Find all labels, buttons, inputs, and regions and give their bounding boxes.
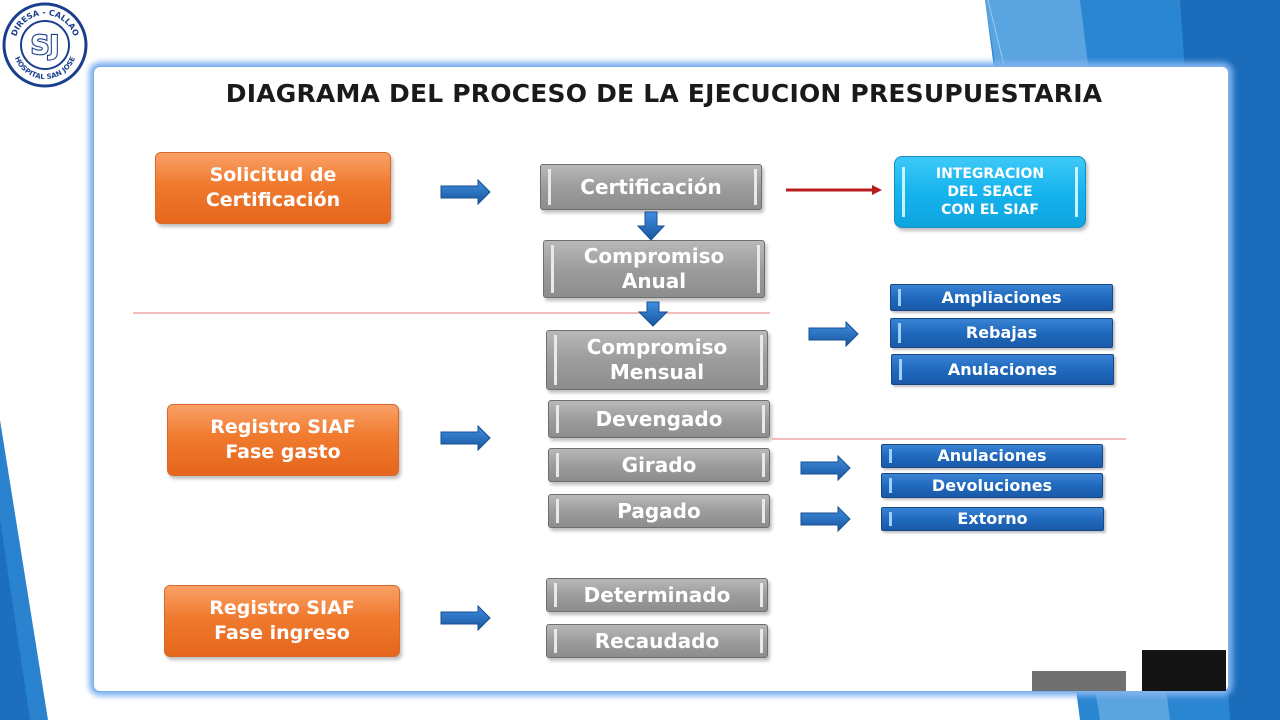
ampliaciones-box: Ampliaciones (890, 284, 1113, 311)
compromiso-anual-stage: Compromiso Anual (543, 240, 765, 298)
anulaciones-reversion-box: Anulaciones (881, 444, 1103, 468)
extorno-box: Extorno (881, 507, 1104, 531)
devoluciones-box: Devoluciones (881, 473, 1103, 498)
hospital-seal-logo: DIRESA - CALLAO HOSPITAL SAN JOSE SJ (2, 2, 88, 88)
registro-siaf-gasto-box: Registro SIAF Fase gasto (167, 404, 399, 476)
registro-siaf-ingreso-box: Registro SIAF Fase ingreso (164, 585, 400, 657)
recaudado-stage: Recaudado (546, 624, 768, 658)
corner-dark-block (1142, 650, 1226, 691)
logo-monogram: SJ (31, 31, 59, 61)
determinado-stage: Determinado (546, 578, 768, 612)
compromiso-mensual-stage: Compromiso Mensual (546, 330, 768, 390)
rebajas-box: Rebajas (890, 318, 1113, 348)
solicitud-certificacion-box: Solicitud de Certificación (155, 152, 391, 224)
diagram-title: DIAGRAMA DEL PROCESO DE LA EJECUCION PRE… (225, 79, 1103, 108)
girado-stage: Girado (548, 448, 770, 482)
anulaciones-modificacion-box: Anulaciones (891, 354, 1114, 385)
certificacion-stage: Certificación (540, 164, 762, 210)
devengado-stage: Devengado (548, 400, 770, 438)
pagado-stage: Pagado (548, 494, 770, 528)
corner-grey-block (1032, 671, 1126, 691)
integracion-seace-siaf-box: INTEGRACION DEL SEACE CON EL SIAF (894, 156, 1086, 228)
